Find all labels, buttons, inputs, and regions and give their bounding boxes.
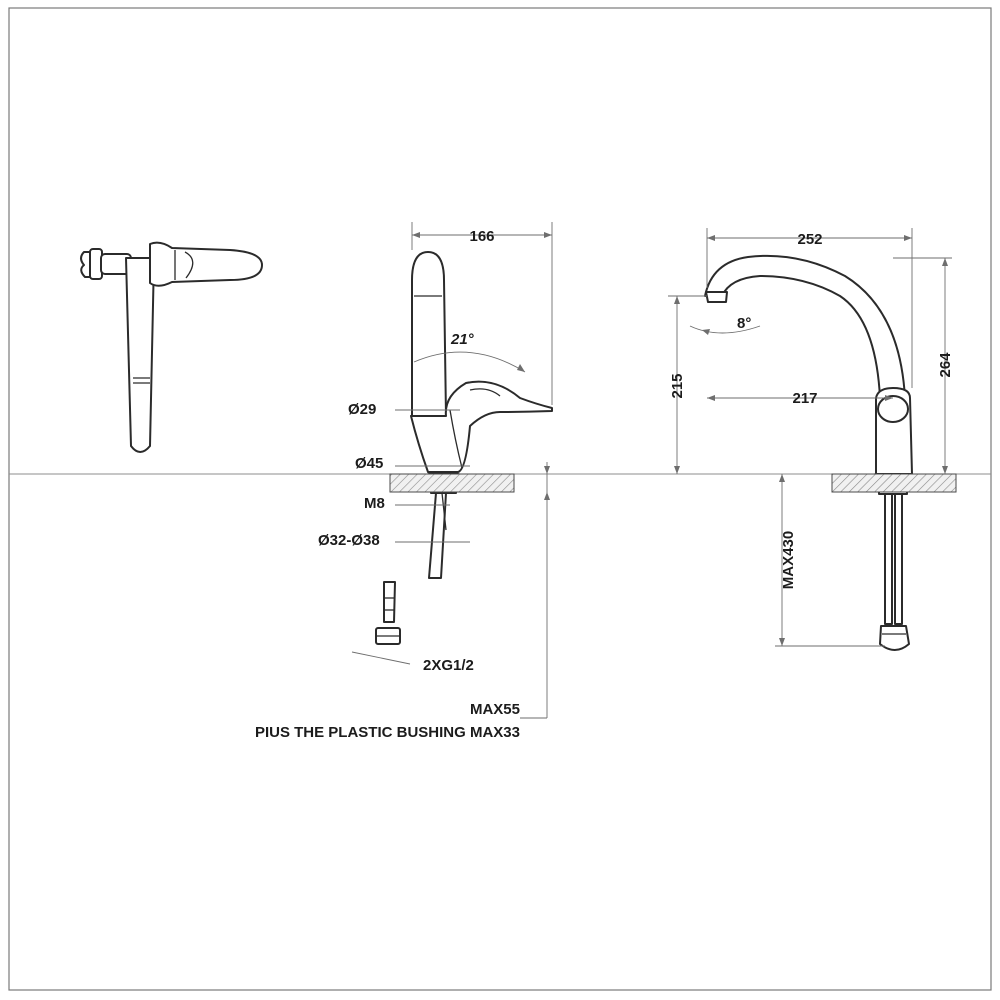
side-view [375,251,553,645]
label-base-diameter: Ø45 [355,455,383,472]
label-spout-projection: 217 [792,390,817,407]
label-bushing-note: PIUS THE PLASTIC BUSHING MAX33 [255,724,520,741]
label-lever-angle: 21° [450,331,475,348]
countertop-section-left [389,473,515,493]
drawing-border [8,7,992,991]
label-side-width: 166 [469,228,494,245]
top-view [80,241,263,453]
front-dimension-lines [668,228,952,647]
label-counter-thickness: MAX55 [470,701,520,718]
label-spout-reach: 252 [797,231,822,248]
countertop-section-right [831,473,957,493]
front-view [704,254,913,651]
label-hose-length: MAX430 [780,531,797,589]
label-hole-diameter: Ø32-Ø38 [318,532,380,549]
label-outlet-height: 215 [669,373,686,398]
label-rod: M8 [364,495,385,512]
label-hose-connection: 2XG1/2 [423,657,474,674]
label-spout-angle: 8° [737,315,751,332]
label-total-height: 264 [937,352,954,378]
label-body-diameter: Ø29 [348,401,376,418]
side-dimension-lines [351,222,553,719]
